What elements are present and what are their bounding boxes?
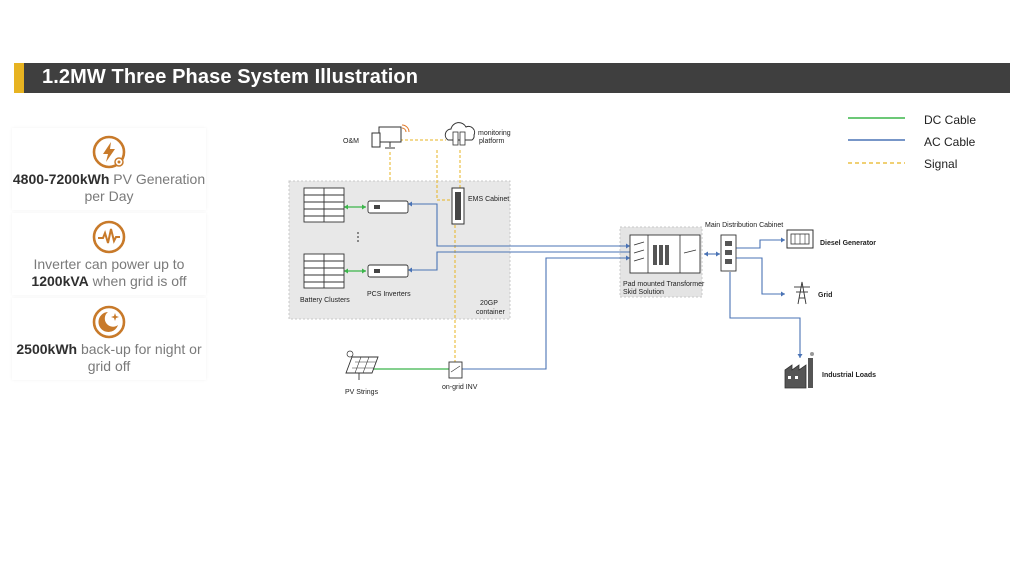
solar-panel-icon bbox=[345, 350, 379, 380]
label-om: O&M bbox=[343, 138, 359, 145]
legend: DC Cable AC Cable Signal bbox=[848, 113, 976, 171]
label-transformer-line1: Pad mounted Transformer bbox=[623, 281, 705, 288]
factory-icon bbox=[784, 352, 814, 389]
label-diesel-generator: Diesel Generator bbox=[820, 240, 876, 247]
distribution-cabinet-icon bbox=[720, 234, 737, 272]
cloud-server-icon bbox=[444, 122, 476, 146]
diesel-generator-icon bbox=[786, 229, 814, 249]
battery-rack-icon bbox=[303, 253, 345, 289]
label-grid: Grid bbox=[818, 292, 832, 299]
lightning-icon bbox=[92, 135, 126, 169]
battery-rack-icon bbox=[303, 187, 345, 223]
ac-lines bbox=[408, 203, 801, 370]
page-title: 1.2MW Three Phase System Illustration bbox=[42, 66, 419, 88]
label-ems-cabinet: EMS Cabinet bbox=[468, 196, 509, 203]
pcs-inverter-icon bbox=[367, 264, 409, 278]
transformer-icon bbox=[629, 234, 701, 274]
label-monitoring-line2: platform bbox=[479, 138, 504, 145]
dc-arrowheads bbox=[344, 204, 366, 274]
legend-label-dc: DC Cable bbox=[924, 113, 976, 127]
title-bar: 1.2MW Three Phase System Illustration bbox=[14, 63, 1010, 93]
feature-text-backup: 2500kWh back-up for night or grid off bbox=[16, 341, 202, 374]
label-transformer-line2: Skid Solution bbox=[623, 289, 664, 296]
label-container-line2: container bbox=[476, 309, 505, 316]
feature-card-backup: 2500kWh back-up for night or grid off bbox=[12, 298, 206, 380]
ac-arrowheads bbox=[408, 201, 803, 358]
feature-card-pv-generation: 4800-7200kWh PV Generation per Day bbox=[12, 128, 206, 210]
legend-label-signal: Signal bbox=[924, 157, 957, 171]
title-accent-bar bbox=[14, 63, 24, 93]
label-battery-clusters: Battery Clusters bbox=[300, 297, 350, 304]
signal-lines bbox=[389, 139, 461, 362]
ongrid-inverter-icon bbox=[448, 361, 463, 379]
feature-card-inverter-power: Inverter can power up to 1200kVA when gr… bbox=[12, 213, 206, 295]
moon-stars-icon bbox=[92, 305, 126, 339]
waveform-icon bbox=[92, 220, 126, 254]
label-main-distribution-cabinet: Main Distribution Cabinet bbox=[705, 222, 783, 229]
legend-label-ac: AC Cable bbox=[924, 135, 976, 149]
label-monitoring-line1: monitoring bbox=[478, 130, 511, 137]
feature-text-inverter-power: Inverter can power up to 1200kVA when gr… bbox=[31, 256, 187, 289]
label-pv-strings: PV Strings bbox=[345, 389, 379, 396]
label-container-line1: 20GP bbox=[480, 300, 498, 307]
label-industrial-loads: Industrial Loads bbox=[822, 372, 876, 379]
ems-cabinet-icon bbox=[451, 187, 465, 225]
pcs-inverter-icon bbox=[367, 200, 409, 214]
ellipsis-dots bbox=[357, 232, 359, 242]
feature-text-pv-generation: 4800-7200kWh PV Generation per Day bbox=[12, 171, 206, 204]
label-ongrid-inv: on-grid INV bbox=[442, 384, 478, 391]
computer-icon bbox=[371, 124, 410, 149]
grid-tower-icon bbox=[794, 281, 810, 305]
label-pcs-inverters: PCS Inverters bbox=[367, 291, 411, 298]
